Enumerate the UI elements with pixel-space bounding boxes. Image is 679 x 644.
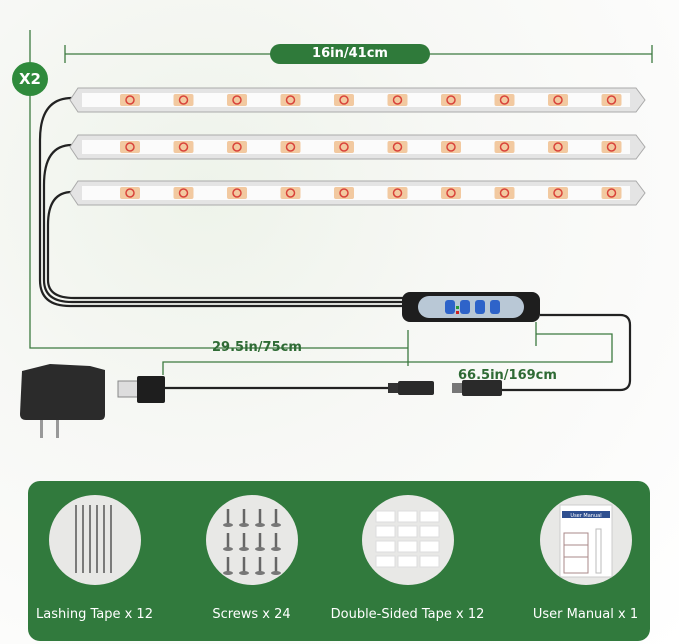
led — [334, 187, 354, 199]
accessory-label: User Manual x 1 — [532, 607, 639, 622]
mode-button[interactable] — [460, 300, 470, 314]
accessory-label: Lashing Tape x 12 — [36, 607, 153, 622]
led — [548, 94, 568, 106]
led — [120, 187, 140, 199]
power-adapter — [20, 364, 105, 438]
led — [334, 94, 354, 106]
light-bar — [69, 134, 646, 160]
power-cable-length: 66.5in/169cm — [458, 368, 557, 383]
usb-plug — [117, 376, 165, 403]
led — [548, 187, 568, 199]
led — [227, 187, 247, 199]
cable-ties-icon — [48, 495, 141, 585]
accessory-double-sided-tape: Double-Sided Tape x 12 — [330, 481, 485, 622]
power-button[interactable] — [445, 300, 455, 314]
led — [387, 94, 408, 106]
led — [441, 187, 461, 199]
led — [387, 141, 408, 153]
bar-cables — [38, 96, 632, 392]
manual-icon: User Manual — [539, 495, 632, 585]
accessory-user-manual: User Manual User Manual x 1 — [508, 481, 663, 622]
led — [387, 187, 408, 199]
led — [548, 141, 568, 153]
led — [601, 141, 622, 153]
accessory-lashing-tape: Lashing Tape x 12 — [17, 481, 172, 622]
led — [280, 141, 301, 153]
accessory-label: Double-Sided Tape x 12 — [330, 607, 485, 622]
dc-connectors — [388, 380, 502, 396]
led — [494, 94, 515, 106]
timer-button[interactable] — [475, 300, 485, 314]
led — [173, 94, 194, 106]
accessory-screws: Screws x 24 — [174, 481, 329, 622]
screws-icon — [205, 495, 298, 585]
quantity-badge: X2 — [12, 62, 48, 96]
led — [280, 94, 301, 106]
led — [441, 94, 461, 106]
led — [601, 94, 622, 106]
dimmer-button[interactable] — [490, 300, 500, 314]
light-bar — [69, 180, 646, 206]
controller-cable-length: 29.5in/75cm — [212, 340, 302, 355]
led — [334, 141, 354, 153]
bar-length-label: 16in/41cm — [270, 44, 430, 64]
led — [601, 187, 622, 199]
led — [494, 187, 515, 199]
led — [227, 94, 247, 106]
adhesive-pads-icon — [361, 495, 454, 585]
led — [227, 141, 247, 153]
led — [173, 141, 194, 153]
led — [120, 141, 140, 153]
led — [494, 141, 515, 153]
led — [120, 94, 140, 106]
led — [280, 187, 301, 199]
svg-text:User Manual: User Manual — [570, 513, 601, 519]
accessories-panel: Lashing Tape x 12 Screws x 24 Double-Sid… — [28, 481, 650, 641]
led — [173, 187, 194, 199]
light-bar — [69, 87, 646, 113]
controller — [402, 292, 540, 322]
accessory-label: Screws x 24 — [212, 607, 291, 622]
led — [441, 141, 461, 153]
